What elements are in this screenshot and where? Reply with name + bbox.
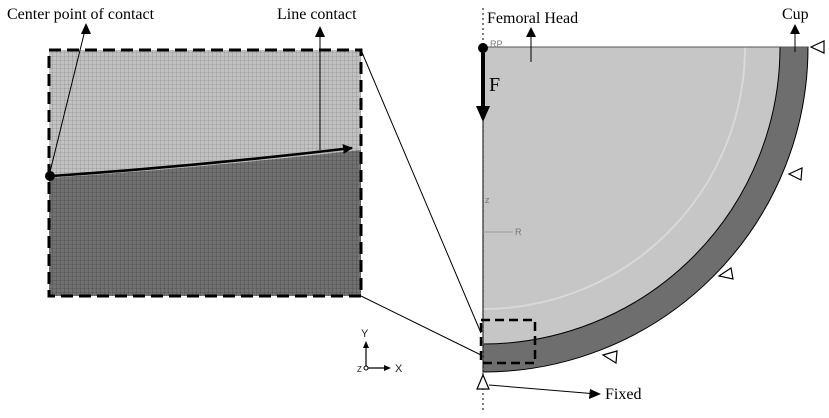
rp-dot <box>478 43 488 53</box>
boundary-marker-icon <box>717 266 734 280</box>
line-contact-arrow <box>51 144 353 178</box>
axis-y-label: Y <box>361 328 369 340</box>
center-point-leader-arrow <box>81 23 91 34</box>
boundary-marker-icon <box>809 40 825 54</box>
r-axis-tiny-label: R <box>515 227 522 237</box>
axis-x-label: X <box>395 363 403 375</box>
rp-label: RP <box>490 39 503 49</box>
quarter-model <box>482 46 809 373</box>
z-axis-tiny-label: z <box>485 195 490 205</box>
zoom-panel <box>49 50 361 296</box>
boundary-markers <box>476 40 825 390</box>
boundary-marker-icon <box>787 167 803 181</box>
inner-arc <box>482 46 746 310</box>
fixed-leader <box>488 384 598 395</box>
line-contact-leader-arrow <box>315 26 325 37</box>
detail-box <box>479 318 537 365</box>
femoral-head-label: Femoral Head <box>487 10 578 27</box>
line-contact-label: Line contact <box>277 6 357 23</box>
femoral-head-leader-arrow <box>526 27 536 37</box>
boundary-marker-icon <box>601 350 618 365</box>
lower-mesh-region <box>49 150 361 296</box>
femoral-head-region <box>482 46 781 345</box>
xyz-triad-icon <box>363 341 391 371</box>
center-point-label: Center point of contact <box>7 6 155 23</box>
center-point-leader <box>49 25 87 173</box>
zoom-connector-bottom <box>360 295 482 356</box>
axis-z-label: Z <box>357 365 362 374</box>
cup-leader-arrow <box>790 24 800 34</box>
fixed-leader-arrow <box>589 389 601 399</box>
boundary-marker-icon <box>476 373 490 390</box>
force-label: F <box>489 74 500 96</box>
force-arrow-icon <box>476 106 490 122</box>
fixed-label: Fixed <box>605 386 641 403</box>
cup-label: Cup <box>782 6 809 23</box>
zoom-connector-top <box>360 49 482 334</box>
center-point-dot <box>45 171 55 181</box>
